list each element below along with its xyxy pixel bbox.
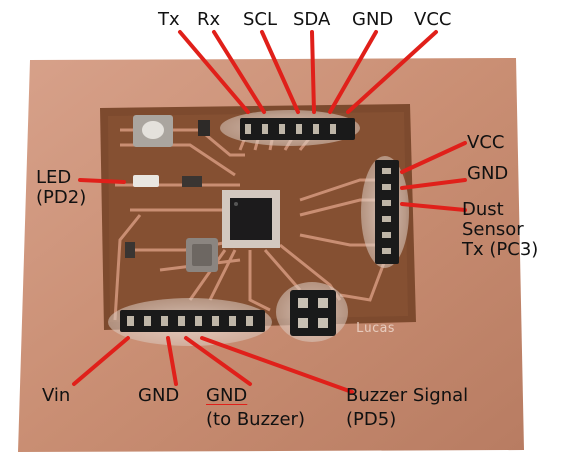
label-vin: Vin [42, 385, 71, 406]
label-led-line1: LED [36, 167, 72, 188]
label-vcc-right: VCC [467, 132, 505, 153]
label-gnd-buzzer-line1: GND [206, 385, 248, 406]
label-tx: Tx [158, 9, 180, 30]
label-gnd-top: GND [352, 9, 394, 30]
label-vcc-top: VCC [414, 9, 452, 30]
label-gnd-buzzer-line2: (to Buzzer) [206, 409, 305, 430]
annotation-lines [72, 30, 467, 394]
label-gnd-right: GND [467, 163, 509, 184]
label-buzzer-line2: (PD5) [346, 409, 397, 430]
label-dust-sensor: Dust Sensor Tx (PC3) [462, 200, 538, 260]
board-signature: Lucas [356, 321, 395, 336]
right-pin-header [375, 160, 399, 264]
led-component [133, 175, 159, 187]
label-dust-line2: Sensor [462, 219, 524, 240]
microcontroller-chip [222, 190, 280, 248]
label-dust-line3: Tx (PC3) [462, 239, 539, 260]
bottom-pin-header [120, 310, 265, 332]
label-dust-line1: Dust [462, 199, 504, 220]
label-led: LED (PD2) [36, 168, 86, 208]
label-gnd-buzzer: GND (to Buzzer) [206, 386, 305, 430]
label-buzzer-line1: Buzzer Signal [346, 385, 469, 406]
label-buzzer-signal: Buzzer Signal (PD5) [346, 386, 468, 430]
label-scl: SCL [243, 9, 278, 30]
label-rx: Rx [197, 9, 221, 30]
label-led-line2: (PD2) [36, 187, 87, 208]
label-gnd-bottom: GND [138, 385, 180, 406]
isp-header [290, 290, 336, 336]
label-sda: SDA [293, 9, 331, 30]
